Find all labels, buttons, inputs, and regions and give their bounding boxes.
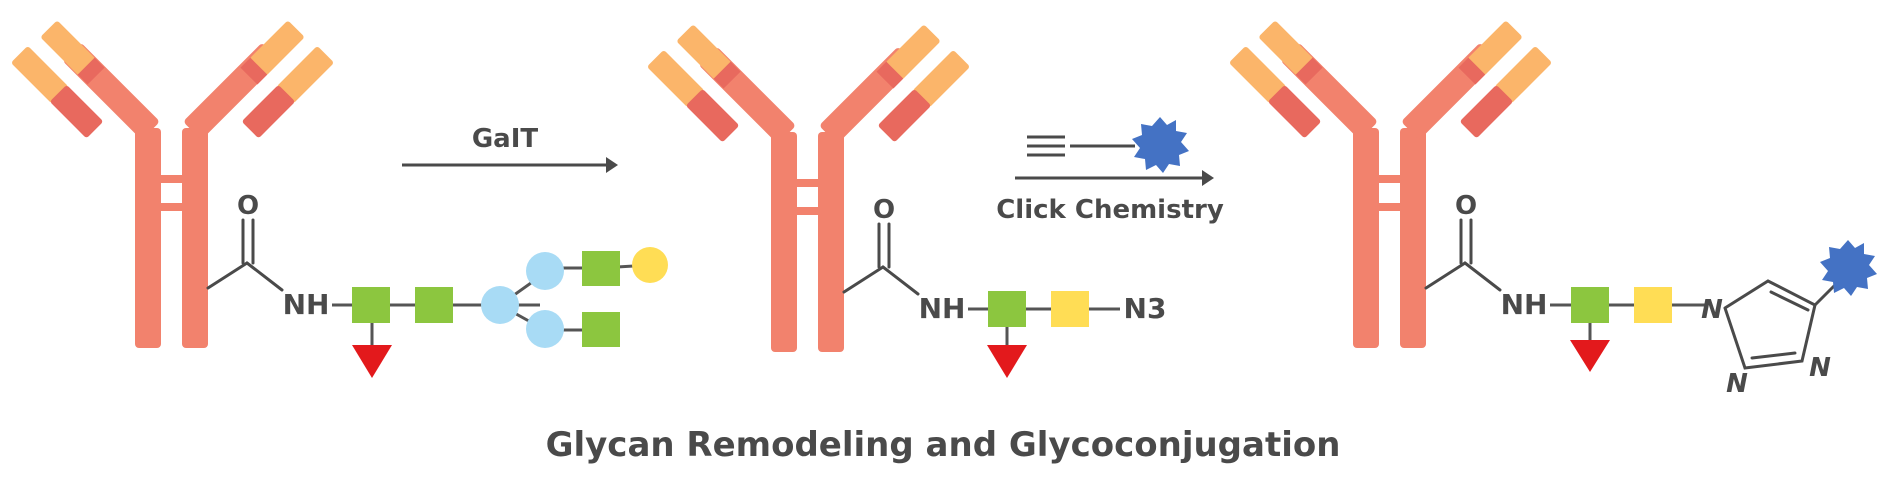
glcnac-square-icon [582, 251, 620, 286]
oxygen-label: O [1455, 191, 1477, 221]
glcnac-square-icon [352, 287, 390, 323]
amide-label: NH [283, 288, 330, 321]
triazole-ring-icon [1723, 278, 1842, 370]
galactose-square-icon [1634, 287, 1672, 323]
panel-2: O NH N3 [645, 22, 1167, 378]
arrow-step-1: GaIT [402, 124, 618, 173]
arrow-step-2: Click Chemistry [996, 117, 1224, 225]
mannose-circle-icon [526, 252, 564, 290]
oxygen-label: O [873, 195, 895, 225]
arrow-label-galt: GaIT [472, 124, 539, 154]
oxygen-label: O [237, 191, 259, 221]
alkyne-icon [1027, 135, 1135, 157]
nitrogen-label: N [1701, 295, 1723, 325]
amide-label: NH [919, 292, 966, 325]
glcnac-square-icon [988, 291, 1026, 327]
glcnac-square-icon [415, 287, 453, 323]
nitrogen-label: N [1809, 353, 1831, 383]
galactose-circle-icon [632, 247, 668, 283]
glcnac-square-icon [582, 312, 620, 347]
nitrogen-label: N [1726, 369, 1748, 399]
fucose-triangle-icon [1570, 340, 1610, 372]
payload-star-icon [1820, 240, 1877, 296]
arrow-label-click: Click Chemistry [996, 195, 1224, 225]
azide-label: N3 [1124, 292, 1167, 325]
payload-star-icon [1132, 117, 1189, 173]
panel-3: O NH N N N [1227, 18, 1877, 399]
diagram-title: Glycan Remodeling and Glycoconjugation [546, 425, 1341, 465]
galactose-square-icon [1051, 291, 1089, 327]
fucose-triangle-icon [352, 345, 392, 378]
mannose-circle-icon [481, 286, 519, 324]
mannose-circle-icon [526, 310, 564, 348]
fucose-triangle-icon [987, 345, 1027, 378]
panel-1: O NH [9, 18, 668, 378]
amide-label: NH [1501, 288, 1548, 321]
glcnac-square-icon [1571, 287, 1609, 323]
